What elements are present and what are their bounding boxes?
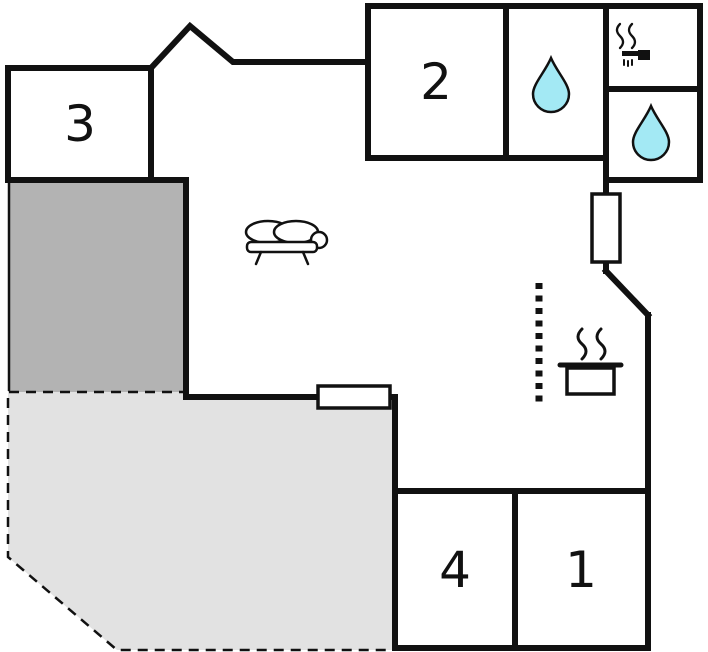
shower-icon: [615, 22, 650, 67]
steam-line: [595, 327, 607, 361]
stove-pot-icon: [557, 327, 624, 396]
covered-terrace-area: [8, 180, 189, 393]
sofa-icon: [244, 219, 329, 266]
sofa-leg-right: [301, 250, 310, 266]
sofa-leg-left: [254, 250, 263, 266]
sofa-base: [245, 240, 319, 254]
open-terrace-area: [8, 392, 392, 650]
room-2-label: 2: [420, 53, 452, 111]
open-terrace-dashed-outline: [6, 390, 392, 652]
room-1-label: 1: [565, 541, 597, 599]
room-3-label: 3: [64, 95, 96, 153]
steam-line: [576, 327, 588, 361]
tap-spout: [622, 51, 639, 56]
steam-line: [615, 22, 625, 50]
window-opening: [316, 384, 392, 410]
door-window-opening: [590, 192, 622, 264]
steam-line: [627, 22, 637, 50]
tap-body: [638, 50, 650, 60]
room-4-label: 4: [439, 541, 471, 599]
walls: [5, 3, 703, 651]
water-drop-icon: [631, 102, 671, 162]
water-drop-icon: [531, 54, 571, 114]
pot-body: [565, 366, 616, 396]
